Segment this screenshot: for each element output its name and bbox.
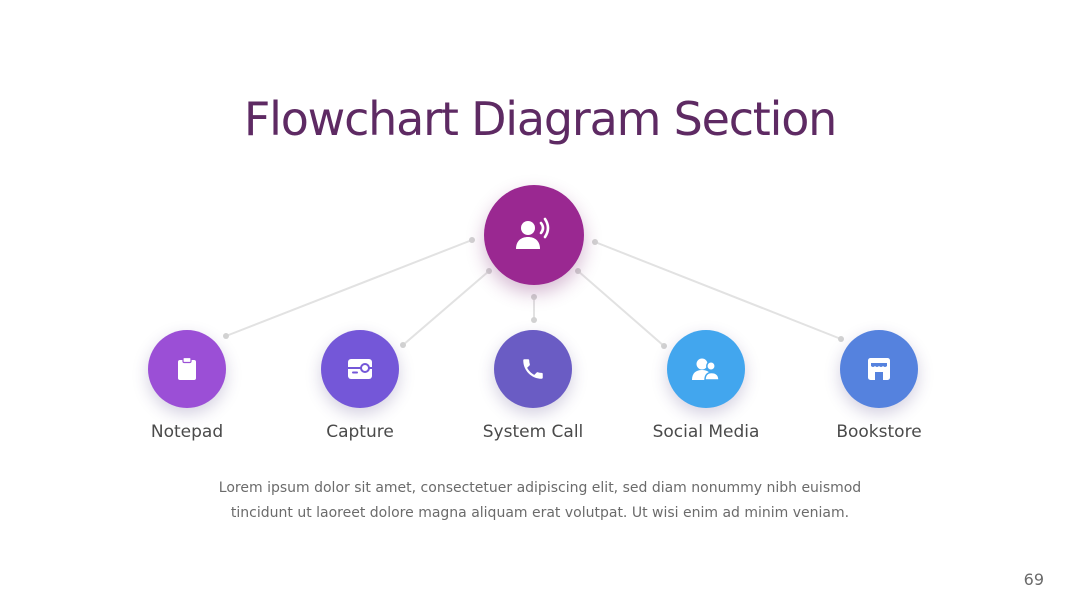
clipboard-icon bbox=[178, 356, 196, 380]
storefront-icon bbox=[868, 358, 890, 380]
connector-system-call bbox=[531, 294, 537, 323]
node-label-capture: Capture bbox=[326, 422, 394, 442]
node-bookstore[interactable] bbox=[840, 330, 918, 408]
connector-social-media bbox=[575, 268, 667, 349]
node-label-bookstore: Bookstore bbox=[836, 422, 922, 442]
slide-title: Flowchart Diagram Section bbox=[243, 92, 837, 146]
node-label-notepad: Notepad bbox=[150, 422, 224, 442]
users-icon bbox=[692, 358, 720, 381]
person-speaking-icon bbox=[516, 217, 550, 249]
phone-icon bbox=[523, 359, 543, 379]
page-number: 69 bbox=[1023, 570, 1044, 589]
node-capture[interactable] bbox=[321, 330, 399, 408]
node-system-call[interactable] bbox=[494, 330, 572, 408]
node-label-system-call: System Call bbox=[482, 422, 584, 442]
connector-capture bbox=[400, 268, 492, 348]
node-social-media[interactable] bbox=[667, 330, 745, 408]
node-label-social-media: Social Media bbox=[652, 422, 760, 442]
hub-node[interactable] bbox=[484, 185, 584, 285]
node-notepad[interactable] bbox=[148, 330, 226, 408]
connector-notepad bbox=[223, 237, 475, 339]
camera-capture-icon bbox=[348, 359, 372, 379]
body-paragraph: Lorem ipsum dolor sit amet, consectetuer… bbox=[218, 480, 862, 521]
connector-bookstore bbox=[592, 239, 844, 342]
